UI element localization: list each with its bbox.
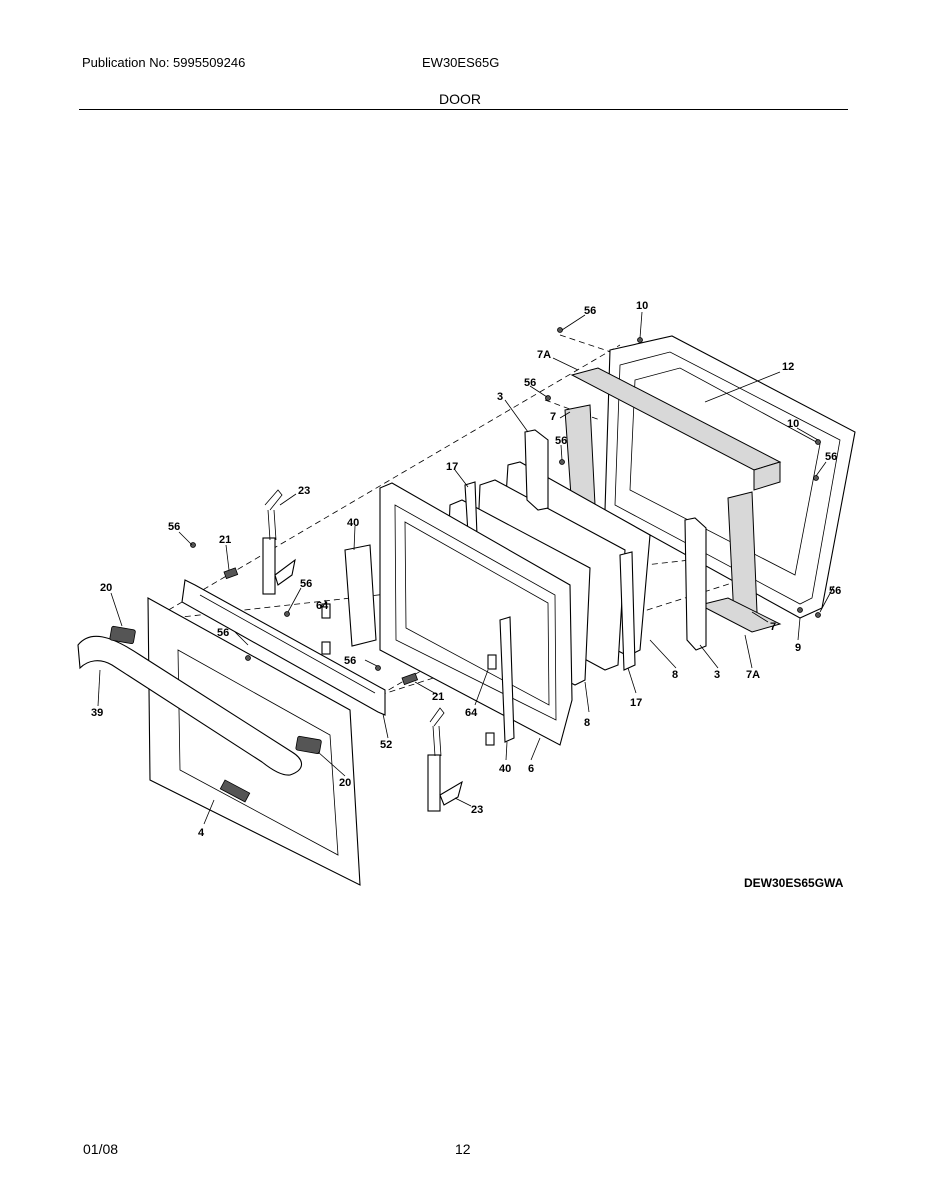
callout-56: 56	[555, 435, 567, 447]
part-39-handle	[77, 635, 303, 776]
part-40-side-trims	[344, 544, 515, 743]
callout-6: 6	[528, 763, 534, 775]
callout-64: 64	[316, 600, 329, 612]
callout-7: 7	[770, 621, 776, 633]
callout-7a: 7A	[746, 669, 760, 681]
callout-56: 56	[168, 521, 180, 533]
callout-56: 56	[524, 377, 536, 389]
callout-10: 10	[787, 418, 799, 430]
part-20-handle-mounts	[109, 625, 322, 755]
callout-8: 8	[672, 669, 678, 681]
callout-23: 23	[298, 485, 310, 497]
part-7-insulation	[564, 367, 782, 633]
section-title: DOOR	[439, 91, 481, 107]
screw-hardware	[190, 327, 821, 671]
callout-20: 20	[339, 777, 351, 789]
callout-12: 12	[782, 361, 794, 373]
callout-leader-lines	[97, 311, 835, 825]
callout-21: 21	[219, 534, 231, 546]
callout-40: 40	[347, 517, 359, 529]
diagram-code: DEW30ES65GWA	[744, 876, 844, 890]
callout-10: 10	[636, 300, 648, 312]
callout-7a: 7A	[537, 349, 551, 361]
header-divider	[79, 109, 848, 110]
callout-23: 23	[471, 804, 483, 816]
callout-52: 52	[380, 739, 392, 751]
callout-7: 7	[550, 411, 556, 423]
callout-56: 56	[829, 585, 841, 597]
callout-64: 64	[465, 707, 478, 719]
callout-3: 3	[714, 669, 720, 681]
callout-56: 56	[825, 451, 837, 463]
part-3-brackets	[524, 429, 707, 651]
callout-40: 40	[499, 763, 511, 775]
part-21-blocks	[223, 567, 419, 686]
model-number: EW30ES65G	[422, 55, 500, 70]
callout-56: 56	[300, 578, 312, 590]
part-64-clips	[321, 603, 497, 746]
callout-56: 56	[584, 305, 596, 317]
page-number: 12	[455, 1141, 471, 1157]
callout-17: 17	[446, 461, 458, 473]
footer-date: 01/08	[83, 1141, 119, 1157]
callout-20: 20	[100, 582, 112, 594]
callout-4: 4	[198, 827, 205, 839]
callout-8: 8	[584, 717, 590, 729]
publication-number: Publication No: 5995509246	[82, 55, 246, 70]
callout-39: 39	[91, 707, 103, 719]
callout-17: 17	[630, 697, 642, 709]
callout-56: 56	[217, 627, 229, 639]
callout-labels: 56 10 12 7A 56 3 7 56 10 56 17 23 40 56 …	[91, 300, 841, 839]
callout-56: 56	[344, 655, 356, 667]
part-52-vent-trim	[181, 579, 386, 716]
callout-3: 3	[497, 391, 503, 403]
callout-9: 9	[795, 642, 801, 654]
part-6-inner-door	[379, 482, 573, 746]
part-23-hinges	[262, 489, 463, 812]
callout-21: 21	[432, 691, 444, 703]
